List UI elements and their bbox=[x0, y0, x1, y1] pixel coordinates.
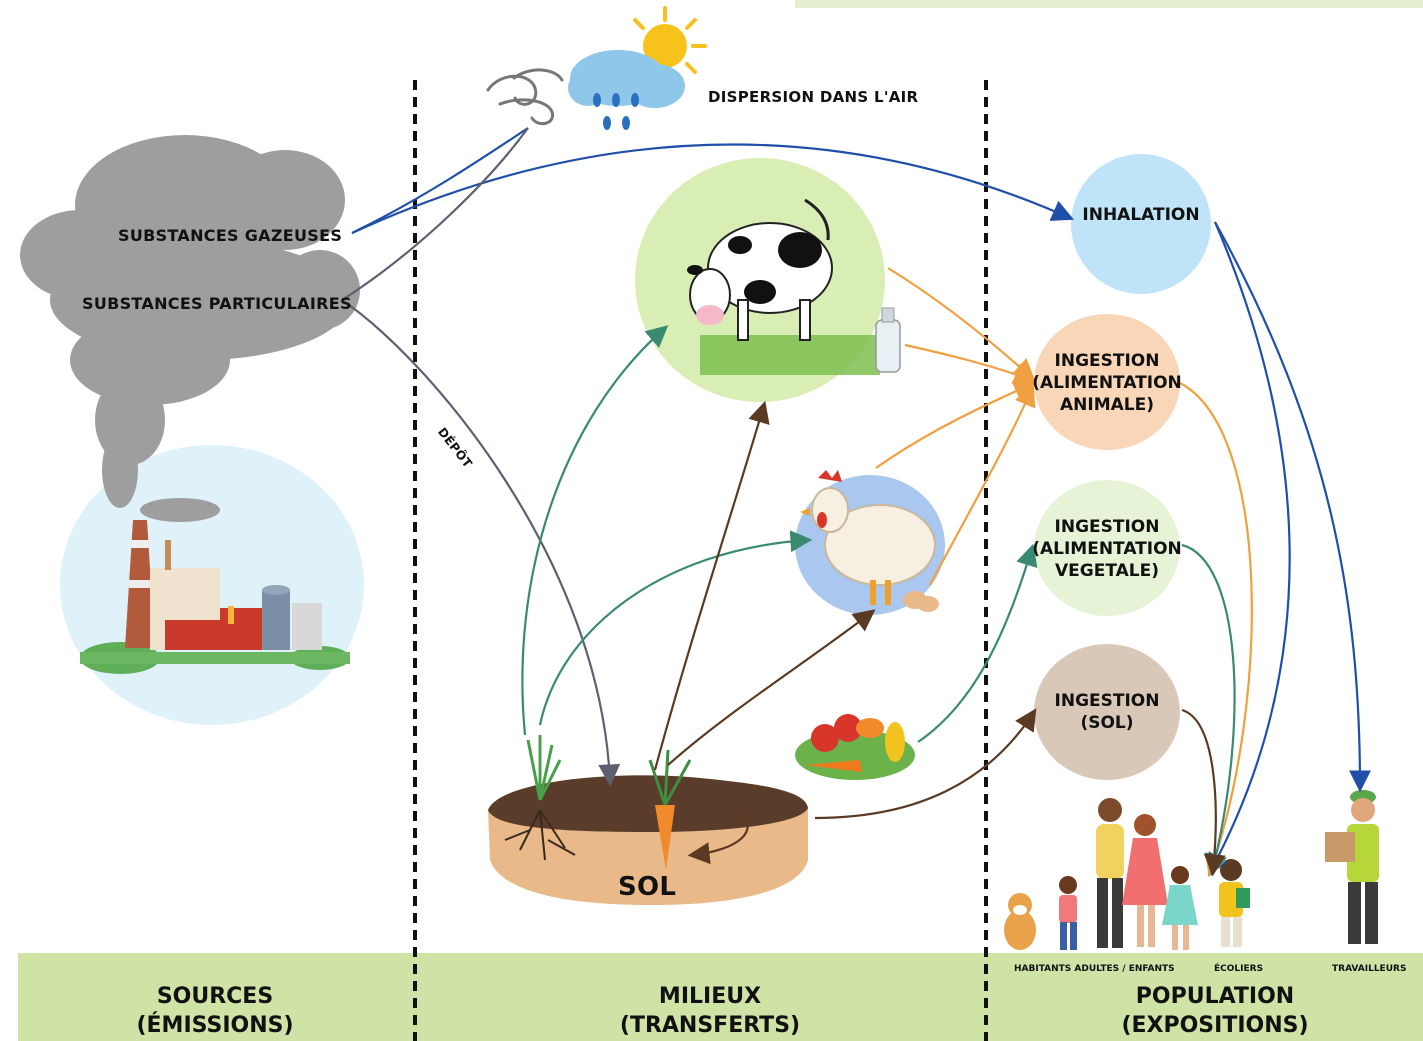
residents-label: HABITANTS ADULTES / ENFANTS bbox=[1014, 964, 1175, 974]
arrow-plant-to-family bbox=[1181, 543, 1236, 877]
plant-ingestion-line1: INGESTION bbox=[1054, 517, 1160, 537]
soil-ingestion-line2: (SOL) bbox=[1080, 713, 1134, 733]
arrow-soil-to-chicken bbox=[667, 609, 876, 766]
vegetables-icon bbox=[795, 714, 915, 780]
dog-icon bbox=[1004, 893, 1036, 950]
soil-icon bbox=[488, 735, 808, 905]
factory-icon bbox=[80, 520, 350, 674]
soil-ingestion-line1: INGESTION bbox=[1054, 691, 1160, 711]
footer-population-line2: (EXPOSITIONS) bbox=[1121, 1013, 1309, 1038]
gaseous-substances-label: SUBSTANCES GAZEUSES bbox=[118, 226, 343, 245]
inhalation-label: INHALATION bbox=[1071, 200, 1211, 230]
milk-bottle-icon bbox=[875, 307, 901, 373]
animal-ingestion-line3: ANIMALE) bbox=[1060, 395, 1154, 415]
arrows bbox=[341, 127, 1371, 878]
arrow-inhalation-to-worker bbox=[1214, 221, 1371, 793]
arrow-soil-to-ingestion bbox=[814, 708, 1037, 820]
animal-ingestion-line1: INGESTION bbox=[1054, 351, 1160, 371]
footer-sources-line2: (ÉMISSIONS) bbox=[136, 1013, 294, 1038]
plant-ingestion-bubble bbox=[1034, 480, 1180, 616]
arrow-chicken-to-animal bbox=[875, 381, 1037, 469]
schoolchild-icon bbox=[1219, 859, 1250, 947]
plant-ingestion-line2: (ALIMENTATION bbox=[1032, 539, 1182, 559]
arrow-egg-to-animal bbox=[929, 383, 1036, 586]
top-strip bbox=[795, 0, 1423, 8]
plant-ingestion-line3: VEGETALE) bbox=[1055, 561, 1159, 581]
footer-sources: SOURCES (ÉMISSIONS) bbox=[90, 982, 340, 1040]
footer-band bbox=[18, 953, 1423, 1041]
arrow-plant-to-cow bbox=[521, 325, 669, 736]
footer-media: MILIEUX (TRANSFERTS) bbox=[580, 982, 840, 1040]
footer-population: POPULATION (EXPOSITIONS) bbox=[1095, 982, 1335, 1040]
soil-label: SOL bbox=[618, 872, 677, 902]
arrow-gas-to-wind bbox=[351, 127, 529, 234]
arrow-inhalation-to-family bbox=[1207, 221, 1291, 876]
plant-ingestion-label: INGESTION (ALIMENTATION VEGETALE) bbox=[1032, 514, 1182, 584]
schoolchildren-label: ÉCOLIERS bbox=[1214, 964, 1264, 974]
arrow-milk-to-animal bbox=[904, 343, 1037, 385]
worker-icon bbox=[1325, 790, 1379, 944]
footer-media-line2: (TRANSFERTS) bbox=[619, 1013, 801, 1038]
arrow-particles-to-wind bbox=[341, 127, 529, 301]
arrow-soil-loop bbox=[687, 811, 749, 865]
footer-population-line1: POPULATION bbox=[1135, 984, 1295, 1009]
workers-label: TRAVAILLEURS bbox=[1332, 964, 1407, 974]
family-icon bbox=[1059, 798, 1198, 950]
inhalation-bubble bbox=[1071, 154, 1211, 294]
footer-sources-line1: SOURCES bbox=[156, 984, 274, 1009]
inhalation-text: INHALATION bbox=[1082, 205, 1200, 225]
arrow-particles-to-soil bbox=[341, 299, 621, 787]
arrow-animal-to-family bbox=[1179, 382, 1253, 878]
particulate-substances-label: SUBSTANCES PARTICULAIRES bbox=[82, 294, 352, 313]
arrow-gas-to-inhalation bbox=[351, 143, 1075, 234]
arrow-soil-ingestion-to-family bbox=[1181, 708, 1226, 877]
sun-cloud-icon bbox=[568, 6, 707, 130]
smoke-cloud bbox=[20, 135, 360, 522]
footer-media-line1: MILIEUX bbox=[658, 984, 762, 1009]
arrow-plant-to-chicken bbox=[538, 530, 813, 726]
soil-ingestion-bubble bbox=[1034, 644, 1180, 780]
animal-ingestion-bubble bbox=[1034, 314, 1180, 450]
animal-ingestion-line2: (ALIMENTATION bbox=[1032, 373, 1182, 393]
animal-ingestion-label: INGESTION (ALIMENTATION ANIMALE) bbox=[1032, 348, 1182, 418]
wind-icon bbox=[486, 68, 564, 126]
arrow-veg-to-plant bbox=[917, 543, 1038, 743]
air-dispersion-label: DISPERSION DANS L'AIR bbox=[708, 88, 919, 106]
cow-icon bbox=[687, 198, 880, 375]
arrow-soil-to-cow bbox=[653, 400, 770, 771]
soil-ingestion-label: INGESTION (SOL) bbox=[1034, 688, 1180, 736]
arrow-cow-to-animal bbox=[887, 267, 1036, 381]
chicken-icon bbox=[800, 470, 939, 612]
